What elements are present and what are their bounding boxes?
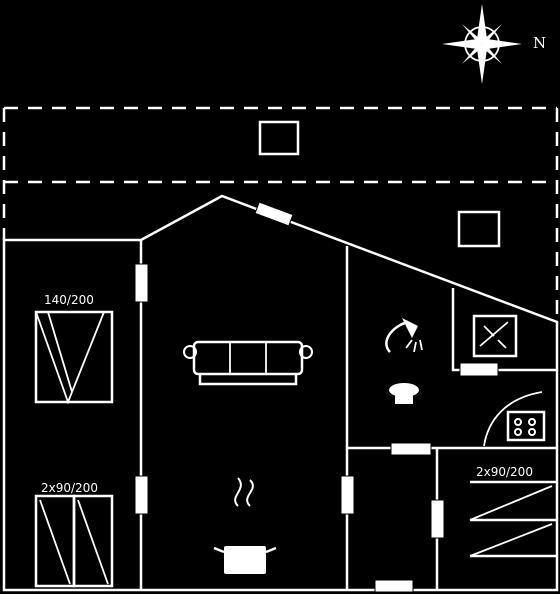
terrace-outline	[2, 106, 559, 322]
compass-point-ne	[482, 24, 502, 44]
compass-point-n	[477, 4, 487, 44]
bed-label-bedroom-2: 2x90/200	[41, 481, 98, 495]
shower-icon	[385, 318, 423, 353]
compass-point-se	[482, 44, 502, 64]
door-entrance	[254, 201, 294, 227]
compass-point-nw	[462, 24, 482, 44]
bedroom-2: 2x90/200	[34, 481, 114, 588]
terrace-table	[258, 120, 300, 156]
compass-point-w	[442, 39, 482, 49]
door-hall	[390, 442, 432, 456]
door-living-right	[340, 475, 355, 515]
cooking-pot-icon	[213, 477, 277, 574]
double-bed-icon	[34, 310, 114, 405]
fireplace	[457, 210, 501, 248]
bedroom-1: 140/200	[34, 293, 114, 405]
interior-walls	[139, 240, 557, 590]
door-bathroom	[459, 362, 499, 377]
toilet-icon	[389, 383, 419, 404]
compass-point-sw	[462, 44, 482, 64]
compass-point-s	[477, 44, 487, 84]
compass-point-e	[482, 39, 522, 49]
bed-label-bedroom-3: 2x90/200	[476, 465, 533, 479]
compass-rose-icon	[442, 4, 522, 84]
kitchen-counter-curve	[483, 391, 543, 447]
door-living-upper	[134, 263, 149, 303]
door-living-lower	[134, 475, 149, 515]
door-bedroom-3	[430, 499, 445, 539]
bed-label-bedroom-1: 140/200	[44, 293, 94, 307]
doors	[134, 201, 499, 593]
twin-beds-icon	[34, 494, 114, 588]
bedroom-3: 2x90/200	[469, 465, 557, 558]
sofa-icon	[183, 340, 313, 386]
north-label: N	[533, 34, 546, 52]
twin-beds-icon	[469, 480, 557, 558]
door-exterior-bottom	[374, 579, 414, 593]
sink-icon	[472, 314, 518, 358]
exterior-walls	[2, 194, 559, 592]
stove-icon	[506, 410, 546, 442]
